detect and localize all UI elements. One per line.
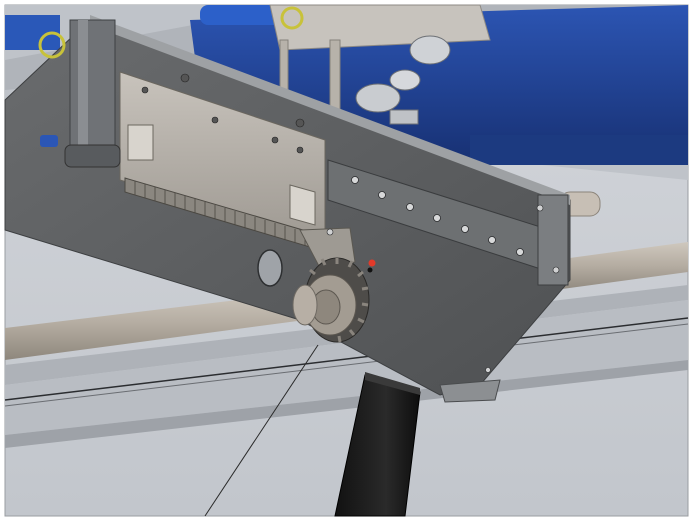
rack-plate-window-2: [289, 184, 316, 226]
yellow-ring-left: [38, 31, 66, 59]
black-marker: [367, 267, 373, 273]
shaft-collar: [292, 284, 318, 326]
pinion-gear: [303, 257, 370, 343]
blue-beam-lower: [470, 135, 688, 165]
main-plate-screws: [326, 204, 560, 373]
support-leg-top: [365, 372, 420, 395]
bolt-holes: [351, 176, 524, 256]
red-marker: [368, 259, 376, 267]
floor-rail-bottom: [5, 360, 688, 448]
blue-fitting: [40, 135, 58, 147]
rack-plate-screws: [141, 73, 305, 154]
rack-plate-window: [127, 124, 154, 161]
leader-line: [204, 344, 319, 517]
left-post-base: [64, 144, 121, 168]
shaft-left: [5, 290, 320, 360]
yellow-ring-right: [280, 6, 304, 30]
plate-hole: [257, 249, 283, 287]
mounting-tab: [439, 379, 501, 403]
plate-top-edge: [90, 15, 570, 205]
pneumatic-cylinder: [355, 35, 451, 125]
left-post: [69, 19, 116, 156]
shaft-right: [540, 242, 688, 292]
floor-rail-line-1: [4, 317, 689, 401]
left-post-highlight: [78, 20, 88, 155]
blue-roller-top: [200, 5, 290, 25]
floor-rail-line-2: [4, 323, 689, 407]
